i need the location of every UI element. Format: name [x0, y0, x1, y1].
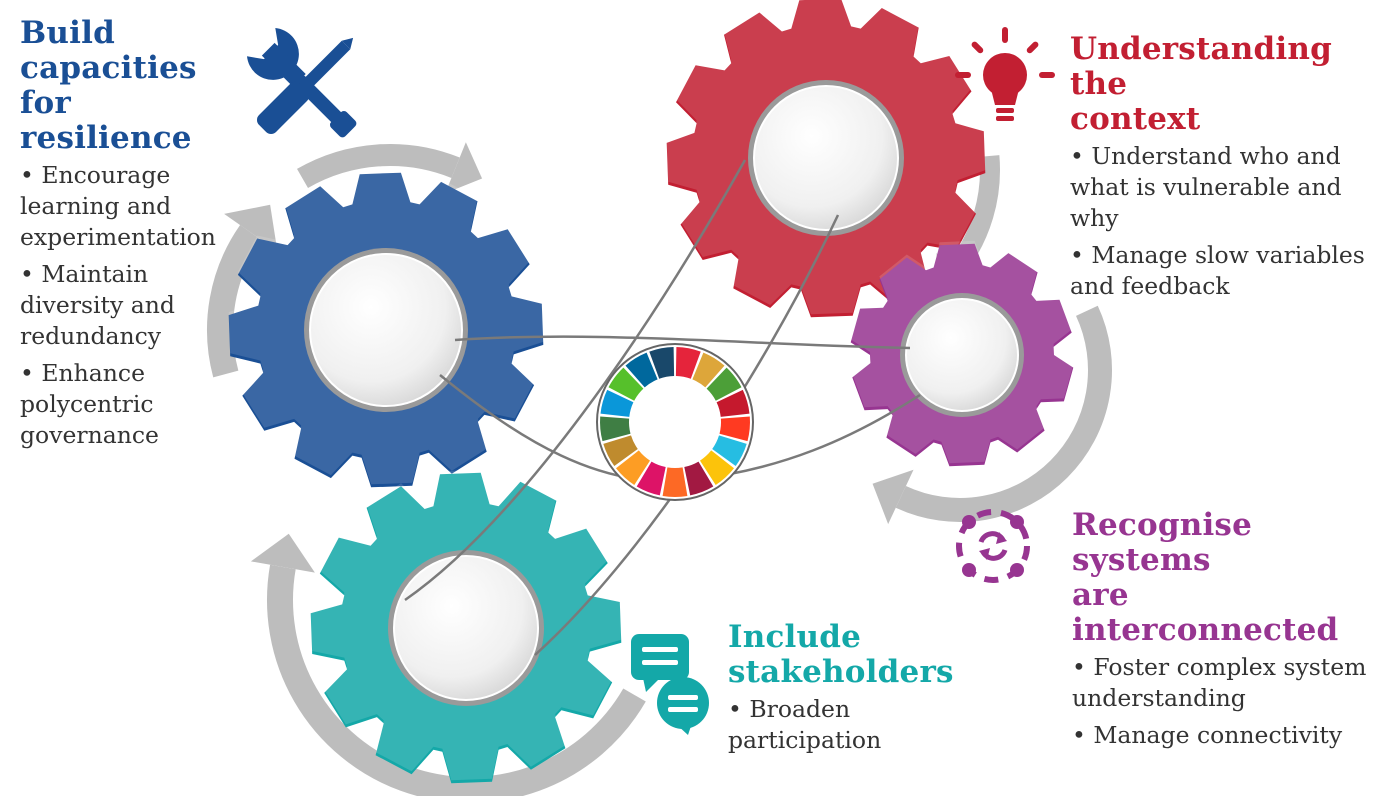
section-build-bullets: Encourage learning and experimentation M…	[20, 160, 248, 451]
gear-red	[666, 0, 986, 318]
circular-arrows-icon	[956, 509, 1030, 583]
gear-teal-hub	[393, 555, 539, 701]
sdg-wheel-center	[630, 377, 720, 467]
sdg-wheel-segment	[692, 352, 725, 388]
section-stakeholders-bullets: Broaden participation	[728, 694, 958, 756]
sdg-wheel-segment	[600, 416, 631, 442]
wrench-screwdriver-icon	[247, 28, 357, 138]
arrow-top-left-head	[445, 142, 483, 194]
section-stakeholders-title: Include stakeholders	[728, 619, 954, 690]
gear-blue-hub	[309, 253, 463, 407]
sdg-wheel-segment	[700, 450, 734, 485]
sdg-wheel-segment	[625, 352, 658, 388]
speech-bubbles-icon	[631, 634, 709, 735]
bullet-item: Encourage learning and experimentation	[20, 160, 248, 253]
sdg-wheel-segment	[636, 461, 666, 496]
sdg-wheel-segment	[616, 450, 650, 485]
gear-teal	[310, 469, 622, 784]
sdg-wheel-segment	[712, 435, 747, 466]
arrow-top-left	[297, 144, 460, 189]
sdg-wheel-segment	[719, 416, 750, 442]
gear-blue	[228, 169, 544, 488]
arrow-purple-right-head	[872, 469, 914, 525]
bullet-item: Manage connectivity	[1072, 720, 1377, 751]
section-stakeholders: Include stakeholders Broaden participati…	[728, 620, 958, 762]
arrow-teal-bottom	[267, 564, 646, 796]
section-systems: Recognise systems are interconnected Fos…	[1072, 508, 1377, 757]
belt-line	[454, 335, 911, 350]
section-build-title: Build capacities for resilience	[20, 15, 197, 156]
sdg-wheel-segment	[600, 389, 634, 417]
gears	[228, 0, 1074, 784]
bullet-item: Enhance polycentric governance	[20, 358, 248, 451]
bullet-item: Broaden participation	[728, 694, 958, 756]
bullet-item: Foster complex system understanding	[1072, 652, 1377, 714]
sdg-wheel-segment	[649, 347, 675, 379]
arrow-teal-bottom-head	[250, 533, 315, 573]
belt-line	[404, 159, 747, 602]
sdg-wheel-segment	[608, 367, 644, 401]
bullet-item: Understand who and what is vulnerable an…	[1070, 141, 1375, 234]
gear-purple-hub	[905, 298, 1019, 412]
gear-purple	[850, 240, 1074, 467]
section-context-bullets: Understand who and what is vulnerable an…	[1070, 141, 1375, 302]
sdg-wheel-segment	[716, 389, 750, 417]
section-context-title: Understanding the context	[1070, 31, 1332, 137]
sdg-wheel-segment	[603, 435, 638, 466]
lightbulb-icon	[955, 27, 1055, 121]
section-systems-bullets: Foster complex system understanding Mana…	[1072, 652, 1377, 751]
arrow-purple-right	[895, 305, 1112, 522]
sdg-wheel-icon	[596, 343, 754, 501]
section-context: Understanding the context Understand who…	[1070, 32, 1375, 308]
section-build: Build capacities for resilience Encourag…	[20, 16, 248, 457]
bullet-item: Maintain diversity and redundancy	[20, 259, 248, 352]
sdg-wheel-segment	[684, 461, 714, 496]
sdg-wheel-segment	[675, 347, 701, 379]
bullet-item: Manage slow variables and feedback	[1070, 240, 1375, 302]
gear-red-hub	[753, 85, 899, 231]
section-systems-title: Recognise systems are interconnected	[1072, 507, 1339, 648]
sdg-wheel-segment	[706, 367, 742, 401]
sdg-wheel-segment	[662, 467, 688, 498]
